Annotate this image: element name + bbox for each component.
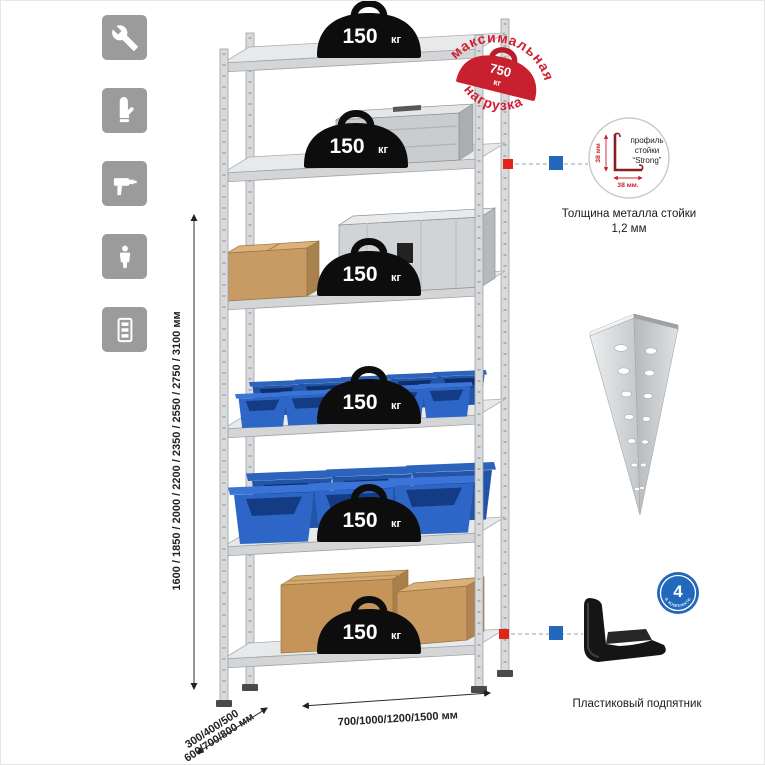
- depth-dimension-label: 300/400/500 600/700/800 мм: [176, 702, 256, 765]
- stamp-weight-value: 750: [488, 60, 513, 80]
- blue-marker: [549, 156, 563, 170]
- rack-illustration: 150 кг 150 кг 150 кг 150 кг: [216, 1, 513, 707]
- load-unit: кг: [391, 34, 402, 46]
- shelf-load-weight-3: 150 кг: [317, 238, 421, 296]
- load-unit: кг: [391, 630, 402, 642]
- badge-number: 4: [673, 582, 683, 601]
- load-unit: кг: [391, 272, 402, 284]
- red-marker: [499, 629, 509, 639]
- rack-post-back-left: [245, 32, 255, 690]
- thickness-caption: Толщина металла стойки 1,2 мм: [561, 208, 697, 235]
- load-value: 150: [342, 621, 377, 644]
- plastic-foot-photo: [584, 598, 666, 662]
- shelf-load-weight-6: 150 кг: [317, 596, 421, 654]
- rack-icon: [117, 317, 132, 342]
- red-marker: [503, 159, 513, 169]
- profile-label-1: профиль: [630, 136, 663, 145]
- connector-top: [503, 156, 588, 170]
- height-dimension: 1600 / 1850 / 2000 / 2200 / 2350 / 2550 …: [171, 213, 198, 691]
- stamp-weight-icon: [456, 47, 537, 101]
- gloves-icon: [119, 96, 134, 122]
- height-dimension-label: 1600 / 1850 / 2000 / 2200 / 2350 / 2550 …: [171, 311, 183, 590]
- shelf-load-weight-1: 150 кг: [317, 1, 421, 58]
- quantity-badge: 4 в комплекте: [657, 572, 699, 614]
- load-unit: кг: [378, 144, 389, 156]
- rack-foot: [471, 686, 487, 693]
- rack-post-front-right: [474, 34, 484, 692]
- cardboard-box-small: [226, 240, 320, 302]
- drill-icon: [113, 177, 137, 195]
- rack-foot: [216, 700, 232, 707]
- blue-marker: [549, 626, 563, 640]
- load-value: 150: [329, 135, 364, 158]
- person-icon: [119, 245, 130, 268]
- rack-post-back-right: [500, 18, 510, 676]
- load-value: 150: [342, 25, 377, 48]
- load-unit: кг: [391, 400, 402, 412]
- shelf-load-weight-4: 150 кг: [317, 366, 421, 424]
- plastic-foot-caption: Пластиковый подпятник: [572, 698, 702, 710]
- load-value: 150: [342, 263, 377, 286]
- wrench-icon: [111, 24, 138, 51]
- feature-person-icon: [102, 234, 147, 279]
- rack-foot: [497, 670, 513, 677]
- load-value: 150: [342, 509, 377, 532]
- load-value: 150: [342, 391, 377, 414]
- feature-gloves-icon: [102, 88, 147, 133]
- rack-foot: [242, 684, 258, 691]
- profile-label-3: “Strong”: [633, 156, 662, 165]
- width-dimension: 700/1000/1200/1500 мм: [301, 689, 492, 729]
- rack-post-front-left: [219, 48, 229, 706]
- shelf-load-weight-2: 150 кг: [304, 110, 408, 168]
- width-dimension-label: 700/1000/1200/1500 мм: [337, 709, 458, 728]
- feature-wrench-icon: [102, 15, 147, 60]
- profile-drawing: [613, 134, 642, 172]
- feature-rack-icon: [102, 307, 147, 352]
- depth-dimension: 300/400/500 600/700/800 мм: [176, 702, 268, 765]
- profile-dim-horizontal: 38 мм.: [617, 182, 639, 189]
- load-unit: кг: [391, 518, 402, 530]
- profile-callout: 38 мм 38 мм. профиль стойки “Strong”: [588, 117, 670, 199]
- profile-dim-vertical: 38 мм: [595, 143, 602, 163]
- stamp-weight-unit: кг: [492, 77, 502, 89]
- upright-post-photo: [589, 313, 679, 516]
- connector-bottom: [499, 626, 583, 640]
- feature-drill-icon: [102, 161, 147, 206]
- shelf-load-weight-5: 150 кг: [317, 484, 421, 542]
- profile-label-2: стойки: [635, 146, 659, 155]
